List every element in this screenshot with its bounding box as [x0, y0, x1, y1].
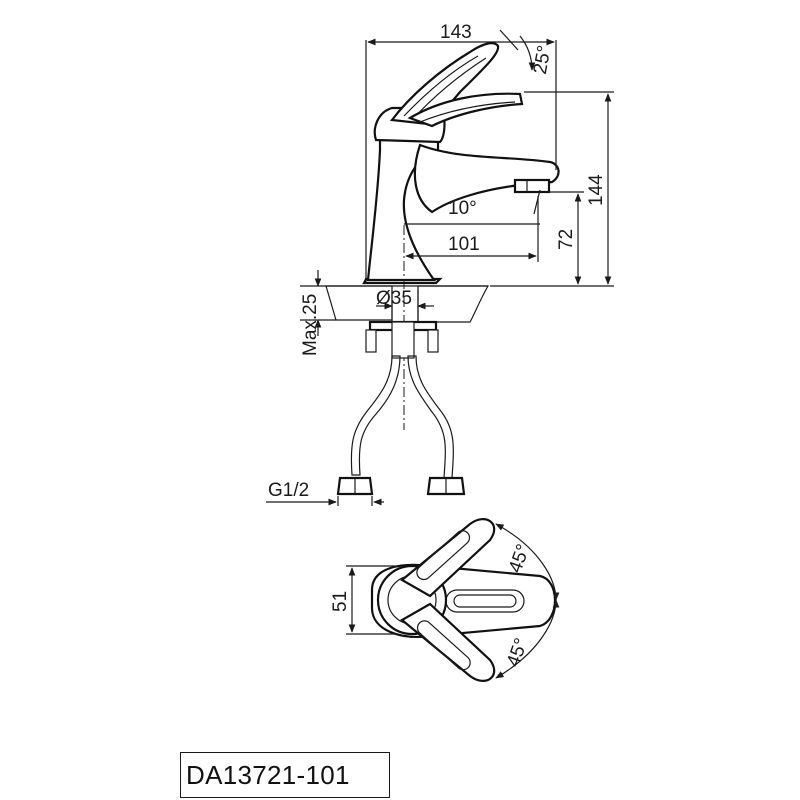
dim-max-thickness-label: Max.25: [300, 294, 321, 356]
faucet-top-view: [370, 518, 557, 682]
model-code-box: [180, 752, 390, 798]
lever-fin: [407, 92, 524, 128]
dim-thread-label: G1/2: [268, 480, 309, 501]
faucet-side-view: [362, 42, 560, 285]
dim-total-length-label: 143: [440, 22, 472, 43]
dim-mount-hole-label: Ø35: [376, 288, 412, 309]
dim-spout-height: 72: [548, 191, 584, 285]
mounting-hardware: [365, 320, 439, 359]
faucet-spout: [413, 143, 560, 214]
dim-lever-angle-label: 25°: [530, 44, 556, 76]
dim-spout-reach: 101: [405, 196, 539, 262]
dim-total-height: 144: [490, 91, 614, 287]
dim-spout-height-label: 72: [556, 229, 577, 250]
dim-spout-reach-label: 101: [448, 234, 480, 255]
model-code: DA13721-101: [186, 760, 350, 790]
dim-thread: G1/2: [266, 480, 384, 506]
dim-mount-hole: Ø35: [376, 288, 434, 322]
dim-lever-angle: 25°: [499, 29, 556, 76]
dim-max-thickness: Max.25: [300, 270, 336, 356]
dim-spout-angle: 10°: [404, 189, 541, 225]
dim-total-height-label: 144: [586, 174, 607, 206]
lever-position-up: [400, 518, 496, 598]
dim-top-width: 51: [330, 565, 398, 635]
dim-spout-angle-label: 10°: [448, 198, 477, 219]
dim-top-width-label: 51: [330, 591, 351, 612]
braided-hoses: [336, 355, 466, 496]
dim-total-length: 143: [365, 22, 557, 282]
dim-rotation-up-label: 45°: [505, 542, 535, 576]
lever-position-down: [400, 602, 496, 682]
dim-rotation-down-label: 45°: [503, 636, 533, 670]
aerator: [513, 178, 551, 194]
